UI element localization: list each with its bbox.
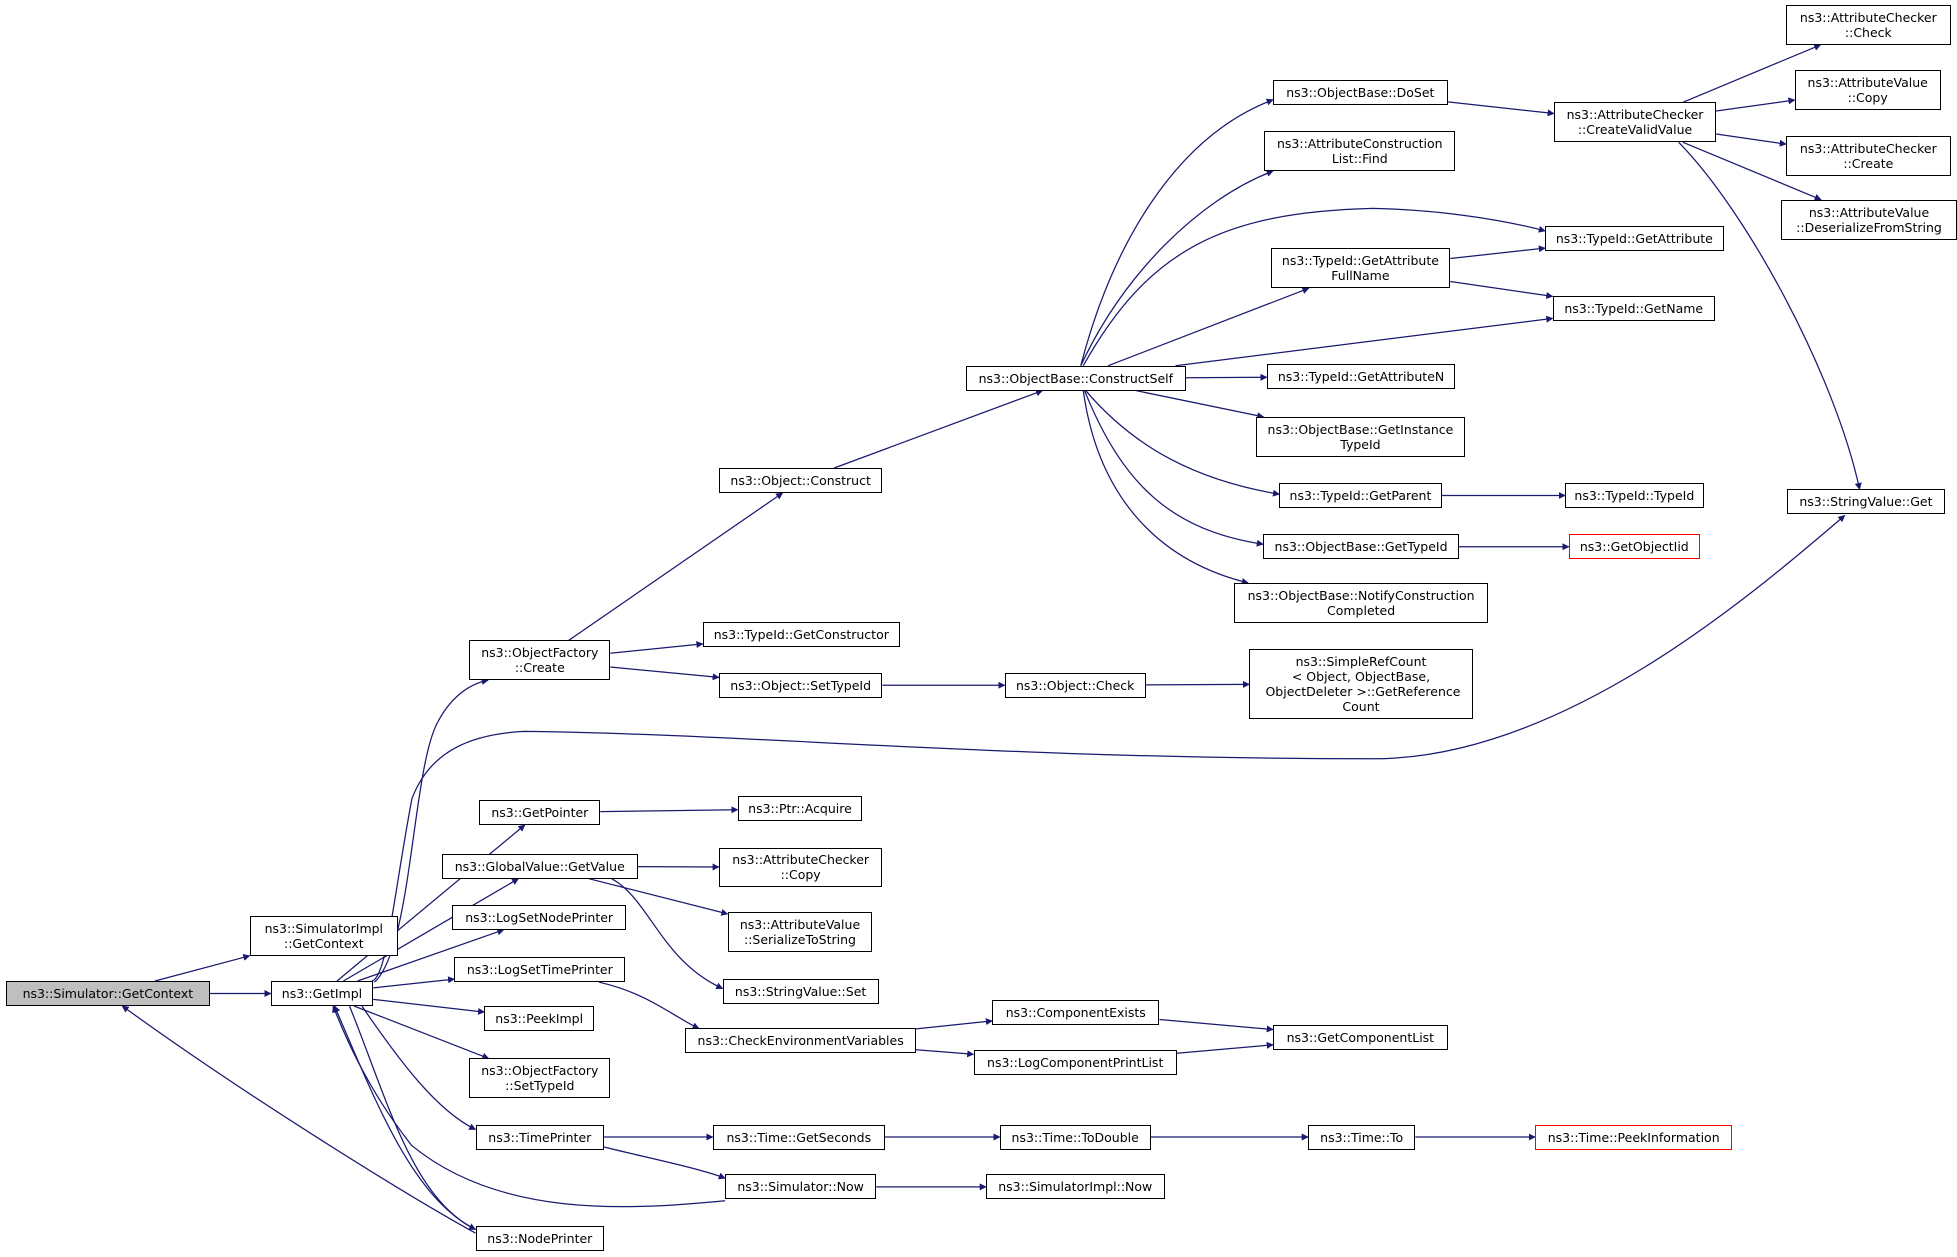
call-edge-objectbase_constructself-to-objectbase_doset bbox=[1080, 98, 1274, 366]
graph-node-getobjectiid[interactable]: ns3::GetObjectIid bbox=[1568, 534, 1700, 560]
graph-node-logsetnodeprinter[interactable]: ns3::LogSetNodePrinter bbox=[451, 904, 627, 930]
call-edge-object_construct-to-objectbase_constructself bbox=[833, 389, 1043, 469]
call-edge-getimpl-to-timeprinter bbox=[361, 1005, 477, 1131]
graph-node-typeid-typeid[interactable]: ns3::TypeId::TypeId bbox=[1565, 483, 1704, 508]
graph-node-objectfactory-create[interactable]: ns3::ObjectFactory ::Create bbox=[469, 640, 611, 681]
graph-node-attributechecker-copy[interactable]: ns3::AttributeChecker ::Copy bbox=[718, 847, 883, 888]
graph-node-attributevalue-serialize[interactable]: ns3::AttributeValue ::SerializeToString bbox=[727, 912, 873, 953]
graph-node-nodeprinter[interactable]: ns3::NodePrinter bbox=[475, 1225, 605, 1251]
graph-node-componentexists[interactable]: ns3::ComponentExists bbox=[992, 999, 1160, 1025]
graph-node-typeid-getattributefullname[interactable]: ns3::TypeId::GetAttribute FullName bbox=[1270, 248, 1451, 289]
call-edge-object_check-to-simplerefcount_getreferencecount bbox=[1145, 680, 1250, 688]
graph-node-attributechecker-check[interactable]: ns3::AttributeChecker ::Check bbox=[1786, 5, 1951, 45]
graph-node-time-to[interactable]: ns3::Time::To bbox=[1308, 1124, 1416, 1150]
graph-node-attributechecker-createvalidvalue[interactable]: ns3::AttributeChecker ::CreateValidValue bbox=[1553, 102, 1717, 143]
call-edge-attributechecker_createvalidvalue-to-attributechecker_check bbox=[1682, 44, 1822, 103]
call-edge-componentexists-to-getcomponentlist bbox=[1159, 1018, 1274, 1033]
graph-node-simulatorimpl-now[interactable]: ns3::SimulatorImpl::Now bbox=[986, 1174, 1165, 1200]
call-edge-nodeprinter-to-root bbox=[121, 1005, 476, 1234]
graph-node-object-construct[interactable]: ns3::Object::Construct bbox=[718, 468, 883, 493]
graph-node-objectbase-getinstancetypeid[interactable]: ns3::ObjectBase::GetInstance TypeId bbox=[1255, 416, 1466, 457]
graph-node-typeid-getconstructor[interactable]: ns3::TypeId::GetConstructor bbox=[702, 621, 900, 647]
graph-node-objectbase-doset[interactable]: ns3::ObjectBase::DoSet bbox=[1273, 79, 1448, 105]
graph-node-attributevalue-copy[interactable]: ns3::AttributeValue ::Copy bbox=[1794, 69, 1941, 110]
graph-node-object-check[interactable]: ns3::Object::Check bbox=[1004, 672, 1146, 698]
call-edge-timeprinter-to-simulator_now bbox=[603, 1146, 726, 1180]
call-edge-nodeprinter-to-getimpl bbox=[333, 1005, 476, 1230]
graph-node-typeid-getparent[interactable]: ns3::TypeId::GetParent bbox=[1279, 483, 1442, 508]
graph-node-time-peekinformation[interactable]: ns3::Time::PeekInformation bbox=[1535, 1124, 1733, 1150]
call-edge-typeid_getattributefullname-to-typeid_getattribute bbox=[1450, 245, 1546, 260]
graph-node-peekimpl[interactable]: ns3::PeekImpl bbox=[484, 1006, 595, 1031]
call-edge-objectfactory_create-to-typeid_getconstructor bbox=[610, 641, 704, 654]
call-edge-objectbase_constructself-to-objectbase_gettypeid bbox=[1084, 390, 1264, 547]
graph-node-objectbase-constructself[interactable]: ns3::ObjectBase::ConstructSelf bbox=[966, 365, 1186, 391]
call-edge-objectbase_constructself-to-attrconstructionlist_find bbox=[1080, 169, 1274, 366]
graph-node-stringvalue-get[interactable]: ns3::StringValue::Get bbox=[1787, 489, 1945, 515]
call-edge-simulator_now-to-getimpl bbox=[332, 1005, 726, 1208]
call-edge-checkenvvars-to-componentexists bbox=[916, 1018, 993, 1030]
graph-node-globalvalue-getvalue[interactable]: ns3::GlobalValue::GetValue bbox=[441, 853, 638, 879]
graph-node-object-settypeid[interactable]: ns3::Object::SetTypeId bbox=[718, 672, 883, 698]
graph-node-stringvalue-set[interactable]: ns3::StringValue::Set bbox=[722, 978, 879, 1004]
graph-node-typeid-getattribute[interactable]: ns3::TypeId::GetAttribute bbox=[1545, 225, 1724, 251]
call-edge-typeid_getattributefullname-to-typeid_getname bbox=[1450, 280, 1554, 299]
call-edge-checkenvvars-to-logcomponentprintlist bbox=[916, 1049, 975, 1058]
call-edge-getimpl-to-logsetnodeprinter bbox=[357, 928, 505, 982]
graph-node-objectfactory-settypeid[interactable]: ns3::ObjectFactory ::SetTypeId bbox=[469, 1058, 611, 1099]
call-edge-getimpl-to-globalvalue_getvalue bbox=[343, 878, 520, 982]
graph-node-typeid-getname[interactable]: ns3::TypeId::GetName bbox=[1552, 295, 1715, 321]
graph-node-ptr-acquire[interactable]: ns3::Ptr::Acquire bbox=[737, 796, 863, 822]
call-edge-getimpl-to-stringvalue_get bbox=[371, 515, 1846, 982]
call-edge-getimpl-to-objectfactory_settypeid bbox=[353, 1005, 490, 1060]
call-edge-objectbase_constructself-to-typeid_getattribute bbox=[1082, 207, 1546, 367]
call-edge-logcomponentprintlist-to-getcomponentlist bbox=[1176, 1041, 1274, 1054]
call-edge-globalvalue_getvalue-to-stringvalue_set bbox=[611, 878, 724, 990]
graph-node-timeprinter[interactable]: ns3::TimePrinter bbox=[475, 1124, 605, 1150]
call-edge-globalvalue_getvalue-to-attributevalue_serialize bbox=[588, 878, 729, 916]
graph-node-checkenvvars[interactable]: ns3::CheckEnvironmentVariables bbox=[685, 1028, 917, 1054]
graph-node-getpointer[interactable]: ns3::GetPointer bbox=[479, 800, 601, 825]
call-edge-attributechecker_createvalidvalue-to-attributechecker_create bbox=[1716, 133, 1787, 147]
graph-node-time-todouble[interactable]: ns3::Time::ToDouble bbox=[999, 1124, 1151, 1150]
call-edge-attributechecker_createvalidvalue-to-stringvalue_get bbox=[1678, 141, 1862, 490]
call-edge-getpointer-to-ptr_acquire bbox=[600, 806, 739, 814]
graph-node-attributechecker-create[interactable]: ns3::AttributeChecker ::Create bbox=[1786, 136, 1951, 176]
root-node: ns3::Simulator::GetContext bbox=[6, 981, 210, 1006]
call-edge-objectbase_constructself-to-objectbase_getinstancetypeid bbox=[1136, 390, 1265, 420]
call-edge-attributechecker_createvalidvalue-to-attributevalue_copy bbox=[1716, 97, 1796, 112]
call-edge-objectfactory_create-to-object_settypeid bbox=[610, 666, 720, 681]
call-edge-root-to-simimpl_getcontext bbox=[154, 954, 251, 982]
graph-node-logsettimeprinter[interactable]: ns3::LogSetTimePrinter bbox=[454, 957, 626, 983]
graph-node-objectbase-notifyconstructioncompleted[interactable]: ns3::ObjectBase::NotifyConstruction Comp… bbox=[1234, 582, 1488, 623]
graph-node-attrconstructionlist-find[interactable]: ns3::AttributeConstruction List::Find bbox=[1264, 131, 1456, 171]
call-edge-objectbase_constructself-to-typeid_getname bbox=[1175, 315, 1554, 367]
graph-node-time-getseconds[interactable]: ns3::Time::GetSeconds bbox=[712, 1124, 885, 1150]
call-edge-attributechecker_createvalidvalue-to-attributevalue_deserialize bbox=[1682, 141, 1822, 201]
call-edge-getimpl-to-peekimpl bbox=[373, 998, 485, 1015]
call-edge-getimpl-to-logsettimeprinter bbox=[373, 976, 455, 989]
graph-node-getcomponentlist[interactable]: ns3::GetComponentList bbox=[1273, 1024, 1448, 1050]
call-edge-objectbase_constructself-to-typeid_getattributefullname bbox=[1107, 287, 1310, 367]
graph-node-simulator-now[interactable]: ns3::Simulator::Now bbox=[725, 1174, 877, 1200]
graph-node-objectbase-gettypeid[interactable]: ns3::ObjectBase::GetTypeId bbox=[1263, 534, 1459, 560]
graph-node-typeid-getattributen[interactable]: ns3::TypeId::GetAttributeN bbox=[1266, 364, 1456, 390]
graph-node-simimpl-getcontext[interactable]: ns3::SimulatorImpl ::GetContext bbox=[249, 916, 399, 956]
call-edge-logsettimeprinter-to-checkenvvars bbox=[598, 981, 700, 1030]
graph-node-logcomponentprintlist[interactable]: ns3::LogComponentPrintList bbox=[973, 1049, 1177, 1075]
call-edge-objectbase_constructself-to-typeid_getparent bbox=[1085, 390, 1280, 497]
graph-node-simplerefcount-getreferencecount[interactable]: ns3::SimpleRefCount < Object, ObjectBase… bbox=[1249, 649, 1473, 719]
graph-node-attributevalue-deserialize[interactable]: ns3::AttributeValue ::DeserializeFromStr… bbox=[1781, 199, 1957, 240]
call-edge-objectfactory_create-to-object_construct bbox=[568, 492, 784, 641]
graph-node-getimpl[interactable]: ns3::GetImpl bbox=[270, 981, 374, 1006]
call-edge-objectbase_doset-to-attributechecker_createvalidvalue bbox=[1447, 101, 1555, 117]
call-edge-objectbase_constructself-to-objectbase_notifyconstructioncompleted bbox=[1082, 390, 1249, 585]
